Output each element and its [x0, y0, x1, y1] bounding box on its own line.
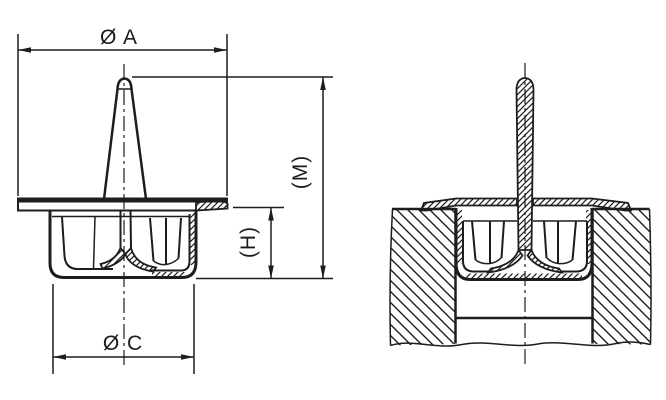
cone-grip-outline: [102, 77, 148, 200]
inner-rib: [471, 220, 477, 261]
installed-view: [389, 63, 652, 367]
pull-pin-section: [515, 77, 535, 251]
bottom-sheet-hatch-installed: [466, 273, 582, 278]
break-line-right: [648, 208, 652, 345]
dim-label-height-h: (H): [237, 226, 260, 258]
arrowhead-right: [214, 47, 227, 53]
membrane-band-left: [486, 248, 524, 274]
membrane-band-left: [99, 246, 127, 270]
extension-lines-a: [17, 34, 228, 196]
dim-label-diameter-a: Ø A: [100, 26, 138, 49]
body-inner-line-left: [462, 221, 489, 273]
body-outline: [48, 211, 198, 279]
pocket-bottom-arcs: [545, 256, 573, 265]
extension-lines-c: [52, 284, 195, 374]
dimension-diameter-a: Ø A: [17, 26, 228, 196]
arrowhead-bottom: [320, 265, 326, 279]
arrowhead-left: [53, 354, 66, 360]
arrowhead-bottom: [268, 265, 274, 279]
outer-pocket-rib: [92, 216, 96, 269]
arrowhead-left: [18, 47, 31, 53]
extension-lines-m: [132, 76, 333, 280]
flange-left-outline: [17, 197, 196, 212]
dimension-diameter-c: Ø C: [52, 284, 195, 374]
inner-rib: [571, 220, 577, 261]
body-wall-inner-line: [150, 214, 191, 272]
break-line-bottom: [390, 341, 651, 347]
inner-rib: [543, 220, 548, 259]
break-line-left: [389, 208, 394, 346]
inner-rib: [177, 217, 182, 259]
pin-core-lines: [119, 210, 132, 249]
flange-top-edge: [18, 197, 228, 203]
flange-section-overhang: [195, 199, 229, 212]
body-wall-section-hatch: [190, 212, 195, 265]
arrowhead-top: [320, 77, 326, 90]
block-left-hatch: [390, 209, 455, 346]
membrane-band-right: [124, 246, 158, 273]
block-right-hatch: [593, 209, 652, 345]
flange-section-right: [532, 197, 633, 212]
arrowhead-top: [268, 207, 274, 221]
body-outline-installed: [454, 208, 594, 281]
flange-section-left: [419, 197, 518, 212]
arrowhead-right: [181, 354, 194, 360]
dim-label-height-m: (M): [289, 155, 312, 189]
body-inner-line-right: [561, 221, 588, 273]
front-view: [17, 64, 229, 368]
dimension-height-h: (H): [233, 206, 284, 279]
bottom-sheet-hatch: [152, 272, 186, 276]
pocket-bottom-arcs: [475, 256, 503, 265]
body-wall-hatch-left: [457, 210, 462, 264]
inner-rib: [500, 220, 505, 259]
inner-rib: [149, 217, 155, 262]
dim-label-diameter-c: Ø C: [103, 332, 143, 355]
outer-pocket-line: [61, 216, 113, 270]
membrane-band-right: [526, 248, 564, 274]
dimension-height-m: (M): [132, 76, 333, 280]
pocket-bottom-arcs: [153, 257, 180, 266]
